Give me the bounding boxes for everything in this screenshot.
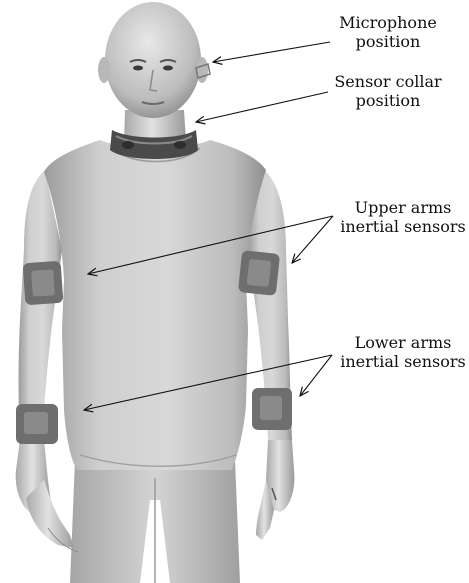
pants: [70, 460, 240, 583]
head: [98, 2, 208, 118]
arrow-microphone: [213, 42, 330, 62]
label-collar-line2: position: [332, 91, 444, 110]
right-arm: [248, 168, 294, 540]
label-lower-arms-sensors: Lower arms inertial sensors: [338, 333, 468, 371]
label-upper-line1: Upper arms: [338, 198, 468, 217]
label-lower-line2: inertial sensors: [338, 352, 468, 371]
label-sensor-collar-position: Sensor collar position: [332, 72, 444, 110]
torso: [44, 140, 266, 470]
label-microphone-line1: Microphone: [333, 13, 443, 32]
label-upper-line2: inertial sensors: [338, 217, 468, 236]
label-upper-arms-sensors: Upper arms inertial sensors: [338, 198, 468, 236]
label-lower-line1: Lower arms: [338, 333, 468, 352]
label-collar-line1: Sensor collar: [332, 72, 444, 91]
label-microphone-position: Microphone position: [333, 13, 443, 51]
arrow-upper-arm-right: [292, 216, 333, 263]
label-microphone-line2: position: [333, 32, 443, 51]
arrow-sensor-collar: [196, 92, 328, 122]
